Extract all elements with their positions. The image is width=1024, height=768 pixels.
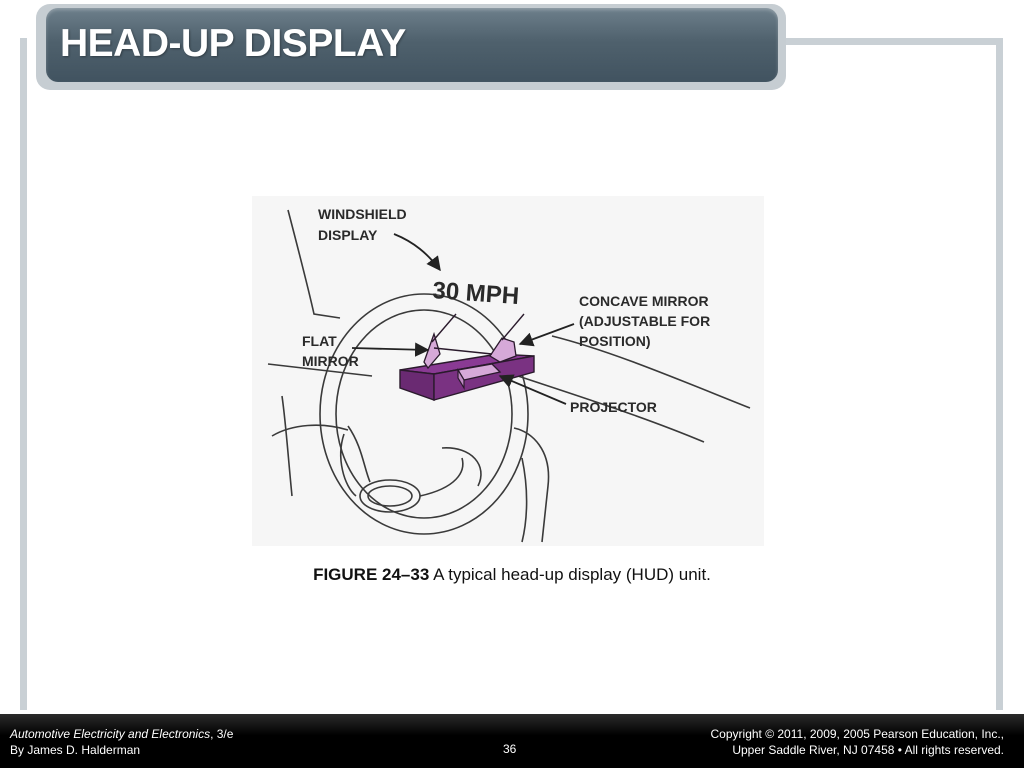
- label-windshield-line2: DISPLAY: [318, 227, 378, 243]
- footer-author: By James D. Halderman: [10, 743, 141, 757]
- hud-illustration: WINDSHIELD DISPLAY 30 MPH CONCAVE MIRROR…: [267, 206, 751, 543]
- page-number: 36: [503, 742, 517, 756]
- projector-unit: [399, 313, 535, 401]
- figure-caption: FIGURE 24–33 A typical head-up display (…: [0, 565, 1024, 585]
- label-concave-line1: CONCAVE MIRROR: [579, 293, 709, 309]
- figure-number: FIGURE 24–33: [313, 565, 430, 584]
- slide-footer: Automotive Electricity and Electronics, …: [0, 714, 1024, 768]
- slide-frame-top: [780, 38, 1003, 45]
- callout-arrows: [351, 233, 575, 405]
- slide-frame-right: [996, 38, 1003, 710]
- footer-edition: , 3/e: [210, 727, 234, 741]
- label-flat-line2: MIRROR: [302, 353, 359, 369]
- footer-copyright: Copyright © 2011, 2009, 2005 Pearson Edu…: [711, 726, 1004, 758]
- footer-book-title: Automotive Electricity and Electronics: [10, 727, 211, 741]
- label-flat-line1: FLAT: [302, 333, 337, 349]
- label-projector: PROJECTOR: [570, 399, 657, 415]
- title-bar: [46, 8, 778, 82]
- slide-frame-left: [20, 38, 27, 710]
- label-concave-line3: POSITION): [579, 333, 651, 349]
- copyright-line1: Copyright © 2011, 2009, 2005 Pearson Edu…: [710, 727, 1004, 741]
- caption-text: A typical head-up display (HUD) unit.: [429, 565, 711, 584]
- slide-title: HEAD-UP DISPLAY: [60, 22, 406, 65]
- footer-book-info: Automotive Electricity and Electronics, …: [10, 726, 233, 758]
- label-concave-line2: (ADJUSTABLE FOR: [579, 313, 710, 329]
- dashboard-drawing: [267, 209, 751, 543]
- label-speed-readout: 30 MPH: [432, 277, 520, 310]
- hud-figure: WINDSHIELD DISPLAY 30 MPH CONCAVE MIRROR…: [252, 196, 764, 546]
- copyright-line2: Upper Saddle River, NJ 07458 • All right…: [732, 743, 1004, 757]
- label-windshield-line1: WINDSHIELD: [318, 206, 407, 222]
